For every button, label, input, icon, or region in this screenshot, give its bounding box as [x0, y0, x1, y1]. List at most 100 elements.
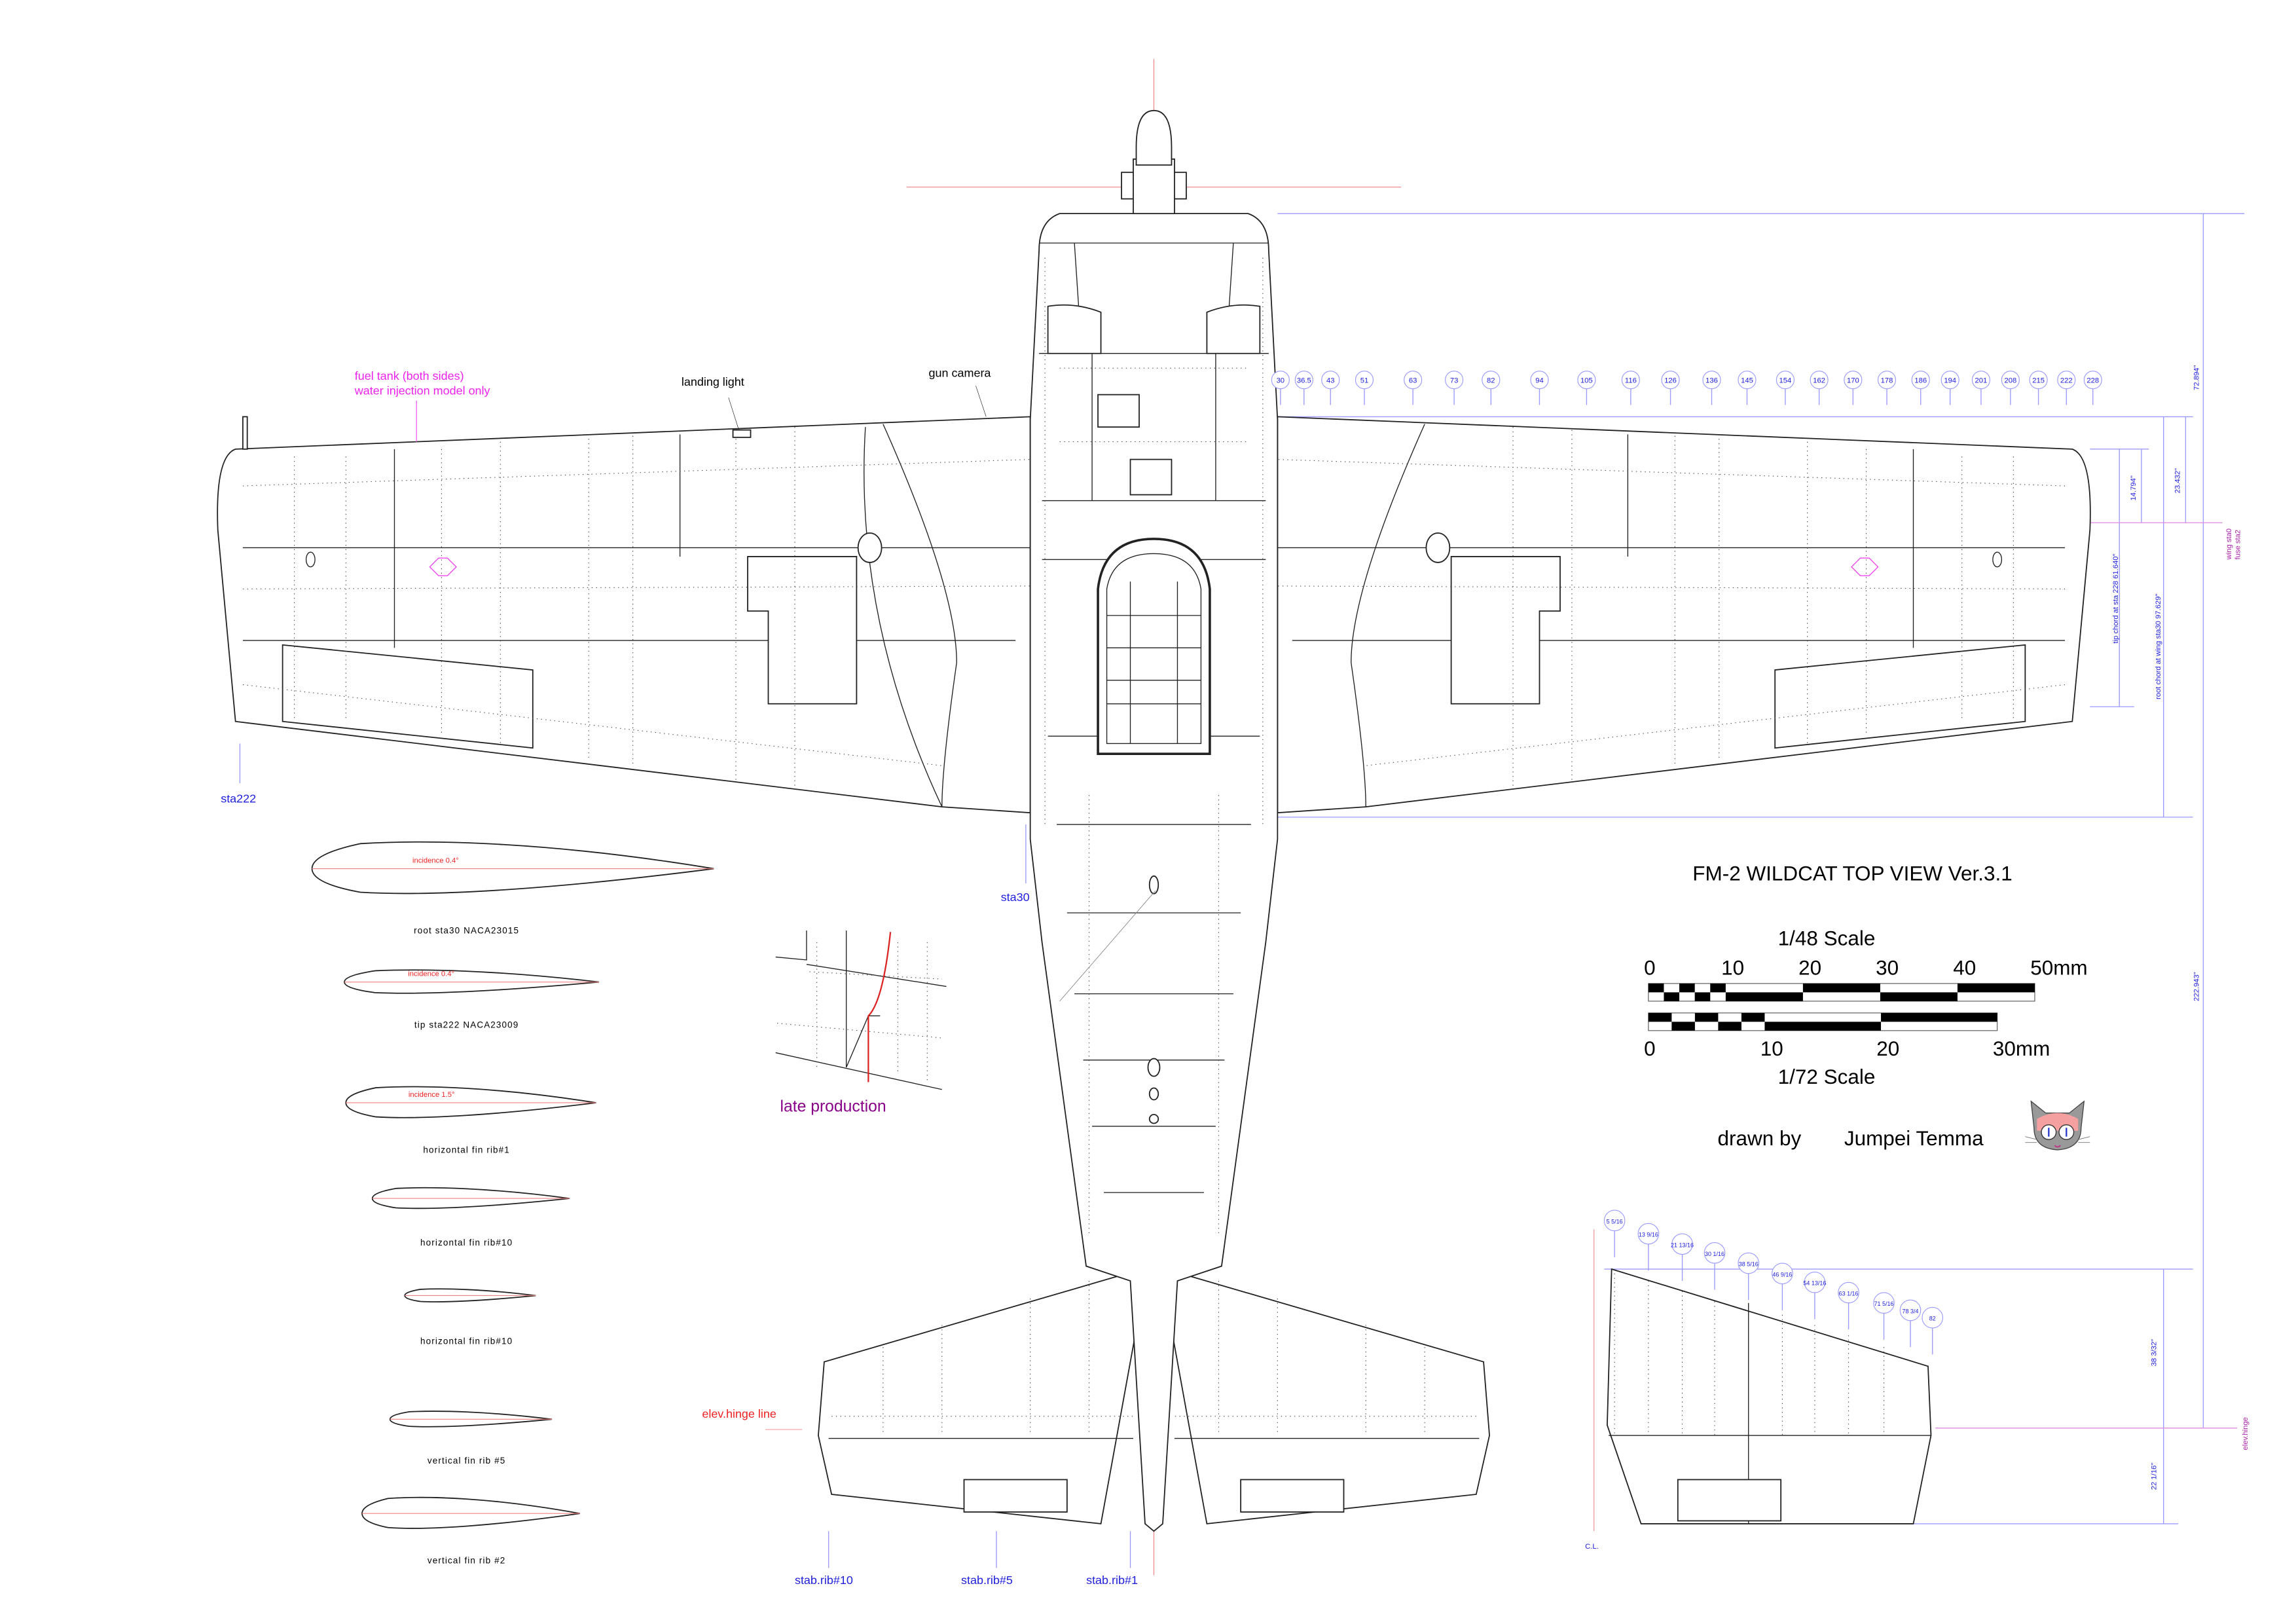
- svg-text:38 5/16: 38 5/16: [1739, 1261, 1758, 1268]
- svg-text:201: 201: [1975, 377, 1988, 385]
- fuel-tank-note-line2: water injection model only: [354, 384, 490, 397]
- scale-segment: [1957, 983, 2035, 993]
- wing-sta0-label: wing sta0: [2225, 528, 2233, 560]
- scale-tick-label: 20: [1798, 956, 1821, 979]
- svg-text:63 1/16: 63 1/16: [1839, 1290, 1859, 1297]
- stab-station-marker: 38 5/16: [1738, 1252, 1760, 1301]
- stab-station-marker: 63 1/16: [1838, 1282, 1859, 1330]
- scale-tick-label: 10: [1760, 1037, 1783, 1060]
- cl-label: C.L.: [1585, 1543, 1599, 1551]
- stab-station-marker: 5 5/16: [1603, 1209, 1626, 1258]
- scale-segment: [1648, 983, 1664, 993]
- wing-station-marker: 63: [1404, 371, 1423, 405]
- wing-station-marker: 51: [1355, 371, 1374, 405]
- airfoil-profile: [371, 1187, 570, 1209]
- scale-tick-label: 40: [1953, 956, 1976, 979]
- wing-station-marker: 116: [1621, 371, 1640, 405]
- svg-text:82: 82: [1487, 377, 1495, 385]
- svg-text:222: 222: [2060, 377, 2073, 385]
- landing-light-label: landing light: [682, 375, 744, 388]
- dim-nose-to-le: 72.894": [2193, 365, 2201, 390]
- wing-station-marker: 82: [1482, 371, 1501, 405]
- wing-station-marker: 222: [2057, 371, 2076, 405]
- scale-segment: [1881, 1012, 1997, 1022]
- scale-segment: [1694, 1012, 1719, 1022]
- svg-text:170: 170: [1847, 377, 1859, 385]
- dim-stab-aft: 22 1/16": [2150, 1463, 2158, 1490]
- sta222-label: sta222: [221, 792, 256, 805]
- spinner: [1121, 109, 1187, 215]
- gun-camera-label: gun camera: [929, 367, 991, 380]
- wing-station-marker: 154: [1776, 371, 1795, 405]
- stab-station-marker: 71 5/16: [1873, 1292, 1895, 1340]
- scale-segment: [1725, 992, 1803, 1001]
- stab-station-marker: 54 13/16: [1803, 1271, 1826, 1320]
- dim-14: 14.794": [2130, 475, 2138, 500]
- scale-tick-label: 0: [1644, 956, 1656, 979]
- scale-segment: [1664, 992, 1680, 1001]
- airfoil-label: horizontal fin rib#10: [420, 1337, 513, 1346]
- svg-text:208: 208: [2004, 377, 2016, 385]
- stab-station-marker: 21 13/16: [1671, 1233, 1694, 1282]
- scale-segment: [1802, 983, 1880, 993]
- scale-segment: [1710, 983, 1726, 993]
- scale-tick-label: 30mm: [1993, 1037, 2050, 1060]
- scale-tick-label: 50mm: [2030, 956, 2087, 979]
- left-stabilizer: [818, 1268, 1146, 1524]
- svg-text:215: 215: [2032, 377, 2045, 385]
- svg-text:186: 186: [1914, 377, 1927, 385]
- svg-text:21 13/16: 21 13/16: [1671, 1242, 1694, 1248]
- svg-text:63: 63: [1409, 377, 1417, 385]
- dim-tip-chord: tip chord at sta 228 61.640": [2112, 554, 2120, 644]
- svg-text:145: 145: [1741, 377, 1753, 385]
- svg-text:13 9/16: 13 9/16: [1639, 1232, 1658, 1238]
- elev-hinge-line-label: elev.hinge line: [702, 1407, 776, 1420]
- svg-text:136: 136: [1705, 377, 1718, 385]
- scale-segment: [1718, 1022, 1741, 1031]
- wing-station-marker: 208: [2001, 371, 2020, 405]
- svg-text:194: 194: [1944, 377, 1956, 385]
- stab-station-markers: 5 5/16 13 9/16 21 13/16 30 1/16 38 5/16 46 9/…: [1603, 1209, 1944, 1355]
- scale-48-label: 1/48 Scale: [1778, 927, 1876, 950]
- title: FM-2 WILDCAT TOP VIEW Ver.3.1: [1692, 862, 2013, 885]
- author-name: Jumpei Temma: [1844, 1127, 1984, 1150]
- svg-text:5 5/16: 5 5/16: [1607, 1218, 1623, 1225]
- scale-segment: [1764, 1022, 1882, 1031]
- wing-station-marker: 186: [1911, 371, 1930, 405]
- scale-tick-label: 0: [1644, 1037, 1656, 1060]
- canopy: [1097, 538, 1211, 755]
- svg-text:36.5: 36.5: [1297, 377, 1311, 385]
- svg-text:51: 51: [1360, 377, 1369, 385]
- wing-station-marker: 194: [1941, 371, 1959, 405]
- wing-station-marker: 94: [1530, 371, 1549, 405]
- wing-station-marker: 228: [2083, 371, 2102, 405]
- stab-station-marker: 78 3/4: [1899, 1299, 1922, 1348]
- wing-station-marker: 105: [1577, 371, 1596, 405]
- svg-text:73: 73: [1450, 377, 1459, 385]
- scale-72-label: 1/72 Scale: [1778, 1065, 1876, 1088]
- fuel-tank-note-line1: fuel tank (both sides): [355, 369, 464, 382]
- stab-station-marker: 13 9/16: [1637, 1223, 1660, 1271]
- author-prefix: drawn by: [1718, 1127, 1802, 1150]
- svg-text:43: 43: [1326, 377, 1335, 385]
- svg-text:78 3/4: 78 3/4: [1903, 1308, 1919, 1314]
- airfoil-label: tip sta222 NACA23009: [414, 1020, 519, 1029]
- airfoil-label: horizontal fin rib#10: [420, 1238, 513, 1247]
- scale-segment: [1679, 983, 1695, 993]
- late-production-inset: [775, 930, 947, 1090]
- stab-station-marker: 46 9/16: [1772, 1263, 1793, 1310]
- svg-text:105: 105: [1580, 377, 1593, 385]
- wing-station-marker: 162: [1810, 371, 1829, 405]
- wing-station-marker: 43: [1321, 371, 1340, 405]
- wing-station-marker: 145: [1738, 371, 1757, 405]
- fuselage: [1029, 213, 1279, 1532]
- wing-station-marker: 136: [1702, 371, 1721, 405]
- dim-overall: 222.943": [2193, 972, 2201, 1001]
- airfoil-sections: incidence 0.4°root sta30 NACA23015incide…: [311, 841, 714, 1566]
- svg-text:46 9/16: 46 9/16: [1772, 1271, 1792, 1278]
- scale-tick-label: 30: [1876, 956, 1899, 979]
- svg-text:30 1/16: 30 1/16: [1705, 1251, 1724, 1257]
- scale-segment: [1880, 992, 1958, 1001]
